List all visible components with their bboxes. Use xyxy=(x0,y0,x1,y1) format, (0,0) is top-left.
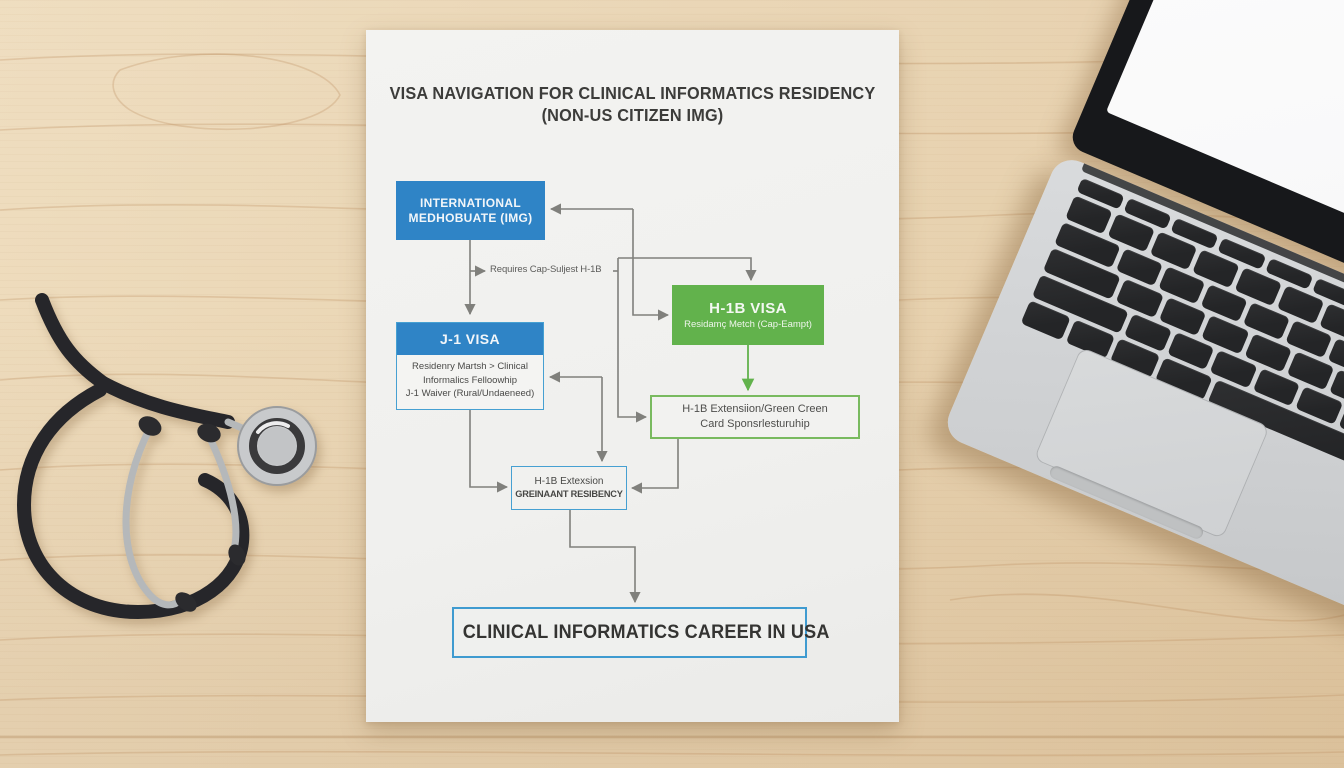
cap-subject-edge-label: Requires Cap-Suljest H-1B xyxy=(490,264,602,275)
flowchart-title-line2: (NON-US CITIZEN IMG) xyxy=(541,105,724,125)
stethoscope-image xyxy=(16,293,317,620)
h1b-visa-box: H-1B VISA Residamç Metch (Cap-Eampt) xyxy=(672,285,824,345)
career-box-label: CLINICAL INFORMATICS CAREER IN USA xyxy=(462,622,830,643)
green-card-box-line2: Card Sponsrlesturuhip xyxy=(700,418,810,430)
j1-visa-box: J-1 VISA Residenry Martsh > Clinical Inf… xyxy=(396,322,544,410)
h1b-visa-subtitle: Residamç Metch (Cap-Eampt) xyxy=(684,318,812,330)
flowchart-paper: VISA NAVIGATION FOR CLINICAL INFORMATICS… xyxy=(366,30,899,722)
flowchart-title-line1: VISA NAVIGATION FOR CLINICAL INFORMATICS… xyxy=(389,83,876,103)
h1b-extension-residency-box: H-1B Extexsion GREINAANT RESIBENCY xyxy=(511,466,627,510)
j1-visa-body: Residenry Martsh > Clinical Informalics … xyxy=(397,355,543,401)
extension-box-line2: GREINAANT RESIBENCY xyxy=(515,489,623,500)
img-box-line2: MEDHOBUATE (IMG) xyxy=(408,210,533,225)
j1-visa-body-line2: Informalics Felloowhip xyxy=(423,374,517,386)
h1b-visa-header: H-1B VISA xyxy=(709,299,787,317)
extension-box-line1: H-1B Extexsion xyxy=(534,476,604,487)
stethoscope-chestpiece xyxy=(237,406,317,486)
img-box-line1: INTERNATIONAL xyxy=(419,195,521,210)
h1b-extension-green-card-box: H-1B Extensiion/Green Creen Card Sponsrl… xyxy=(650,395,860,439)
j1-visa-header: J-1 VISA xyxy=(397,323,543,355)
j1-visa-body-line3: J-1 Waiver (Rural/Undaeneed) xyxy=(405,388,535,399)
career-box: CLINICAL INFORMATICS CAREER IN USA xyxy=(452,607,830,658)
flowchart-connectors xyxy=(464,203,757,604)
green-card-box-line1: H-1B Extensiion/Green Creen xyxy=(682,403,828,415)
international-medical-graduate-box: INTERNATIONAL MEDHOBUATE (IMG) xyxy=(396,181,545,240)
flowchart-title: VISA NAVIGATION FOR CLINICAL INFORMATICS… xyxy=(385,82,881,126)
j1-visa-body-line1: Residenry Martsh > Clinical xyxy=(412,361,528,372)
